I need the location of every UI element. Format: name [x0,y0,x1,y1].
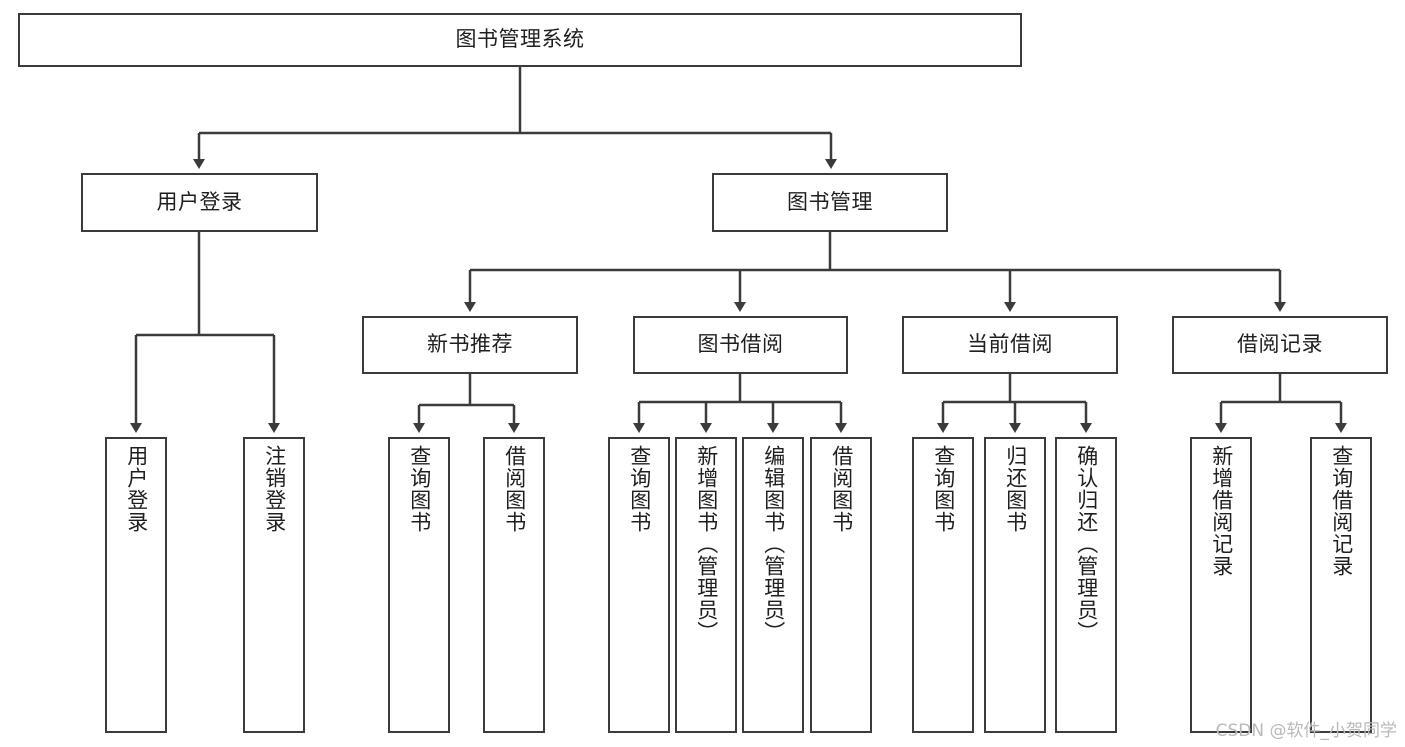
node-root[interactable]: 图书管理系统 [18,13,1022,67]
node-leaf-query-book-borrow-label: 查询图书 [627,445,652,533]
node-leaf-query-book-rec-label: 查询图书 [407,445,432,533]
node-leaf-return-book[interactable]: 归还图书 [984,437,1046,733]
node-leaf-add-book[interactable]: 新增图书（管理员） [675,437,737,733]
node-user-login[interactable]: 用户登录 [81,173,318,232]
node-leaf-query-book-current-label: 查询图书 [931,445,956,533]
node-leaf-edit-book[interactable]: 编辑图书（管理员） [742,437,804,733]
node-leaf-query-record[interactable]: 查询借阅记录 [1310,437,1372,733]
node-leaf-logout[interactable]: 注销登录 [243,437,305,733]
node-book-manage[interactable]: 图书管理 [712,173,948,232]
node-leaf-query-book-borrow[interactable]: 查询图书 [608,437,670,733]
node-leaf-add-record-label: 新增借阅记录 [1209,445,1234,577]
node-book-borrow[interactable]: 图书借阅 [633,316,848,374]
node-leaf-borrow-book-rec[interactable]: 借阅图书 [483,437,545,733]
csdn-watermark: CSDN @软件_小贺同学 [1215,721,1397,741]
node-new-book-recommend-label: 新书推荐 [427,332,513,357]
node-leaf-borrow-book-rec-label: 借阅图书 [502,445,527,533]
node-leaf-user-login-label: 用户登录 [124,445,149,533]
node-new-book-recommend[interactable]: 新书推荐 [362,316,578,374]
node-leaf-return-book-label: 归还图书 [1003,445,1028,533]
node-leaf-borrow-book-label: 借阅图书 [829,445,854,533]
node-root-label: 图书管理系统 [455,27,585,52]
node-leaf-add-record[interactable]: 新增借阅记录 [1190,437,1252,733]
node-leaf-query-record-label: 查询借阅记录 [1329,445,1354,577]
node-leaf-add-book-label: 新增图书（管理员） [694,445,719,643]
node-leaf-edit-book-label: 编辑图书（管理员） [761,445,786,643]
node-leaf-query-book-rec[interactable]: 查询图书 [388,437,450,733]
node-current-borrow[interactable]: 当前借阅 [902,316,1118,374]
node-book-borrow-label: 图书借阅 [697,332,784,357]
node-borrow-record-label: 借阅记录 [1237,332,1323,357]
node-user-login-label: 用户登录 [156,189,243,214]
node-leaf-logout-label: 注销登录 [262,445,287,533]
node-leaf-confirm-return[interactable]: 确认归还（管理员） [1055,437,1117,733]
node-leaf-user-login[interactable]: 用户登录 [105,437,167,733]
node-leaf-query-book-current[interactable]: 查询图书 [912,437,974,733]
node-leaf-confirm-return-label: 确认归还（管理员） [1074,445,1099,643]
node-current-borrow-label: 当前借阅 [967,332,1053,357]
node-borrow-record[interactable]: 借阅记录 [1172,316,1388,374]
node-leaf-borrow-book[interactable]: 借阅图书 [810,437,872,733]
node-book-manage-label: 图书管理 [787,189,873,214]
